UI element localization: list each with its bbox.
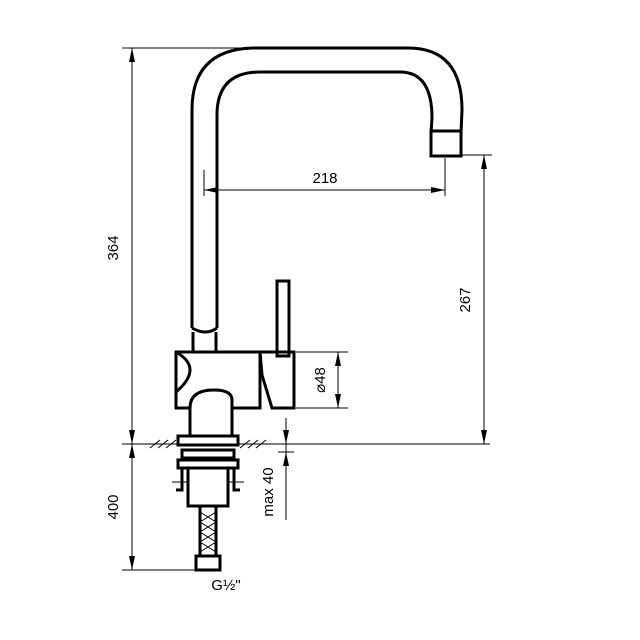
dimension-body-diameter: ⌀48 bbox=[296, 351, 348, 409]
faucet-spout bbox=[190, 46, 464, 328]
connection-thread-label: G½" bbox=[211, 577, 241, 594]
faucet-body bbox=[174, 279, 296, 447]
dimension-label-reach: 218 bbox=[312, 170, 337, 187]
worktop-line bbox=[122, 439, 490, 449]
dimension-spout-height: 267 bbox=[457, 154, 492, 444]
dimension-reach: 218 bbox=[203, 158, 446, 196]
flexible-hose bbox=[194, 504, 222, 572]
dimension-label-max-thickness: max 40 bbox=[260, 467, 277, 516]
dimension-label-body-diameter: ⌀48 bbox=[312, 367, 329, 393]
dimension-label-hose-length: 400 bbox=[105, 494, 122, 519]
dimension-total-height: 364 bbox=[105, 47, 245, 444]
dimension-label-spout-height: 267 bbox=[457, 287, 474, 312]
dimension-max-thickness: max 40 bbox=[260, 418, 294, 520]
dimension-label-total-height: 364 bbox=[105, 235, 122, 260]
mounting-assembly bbox=[172, 448, 244, 508]
dimension-hose-length: 400 bbox=[105, 444, 196, 571]
